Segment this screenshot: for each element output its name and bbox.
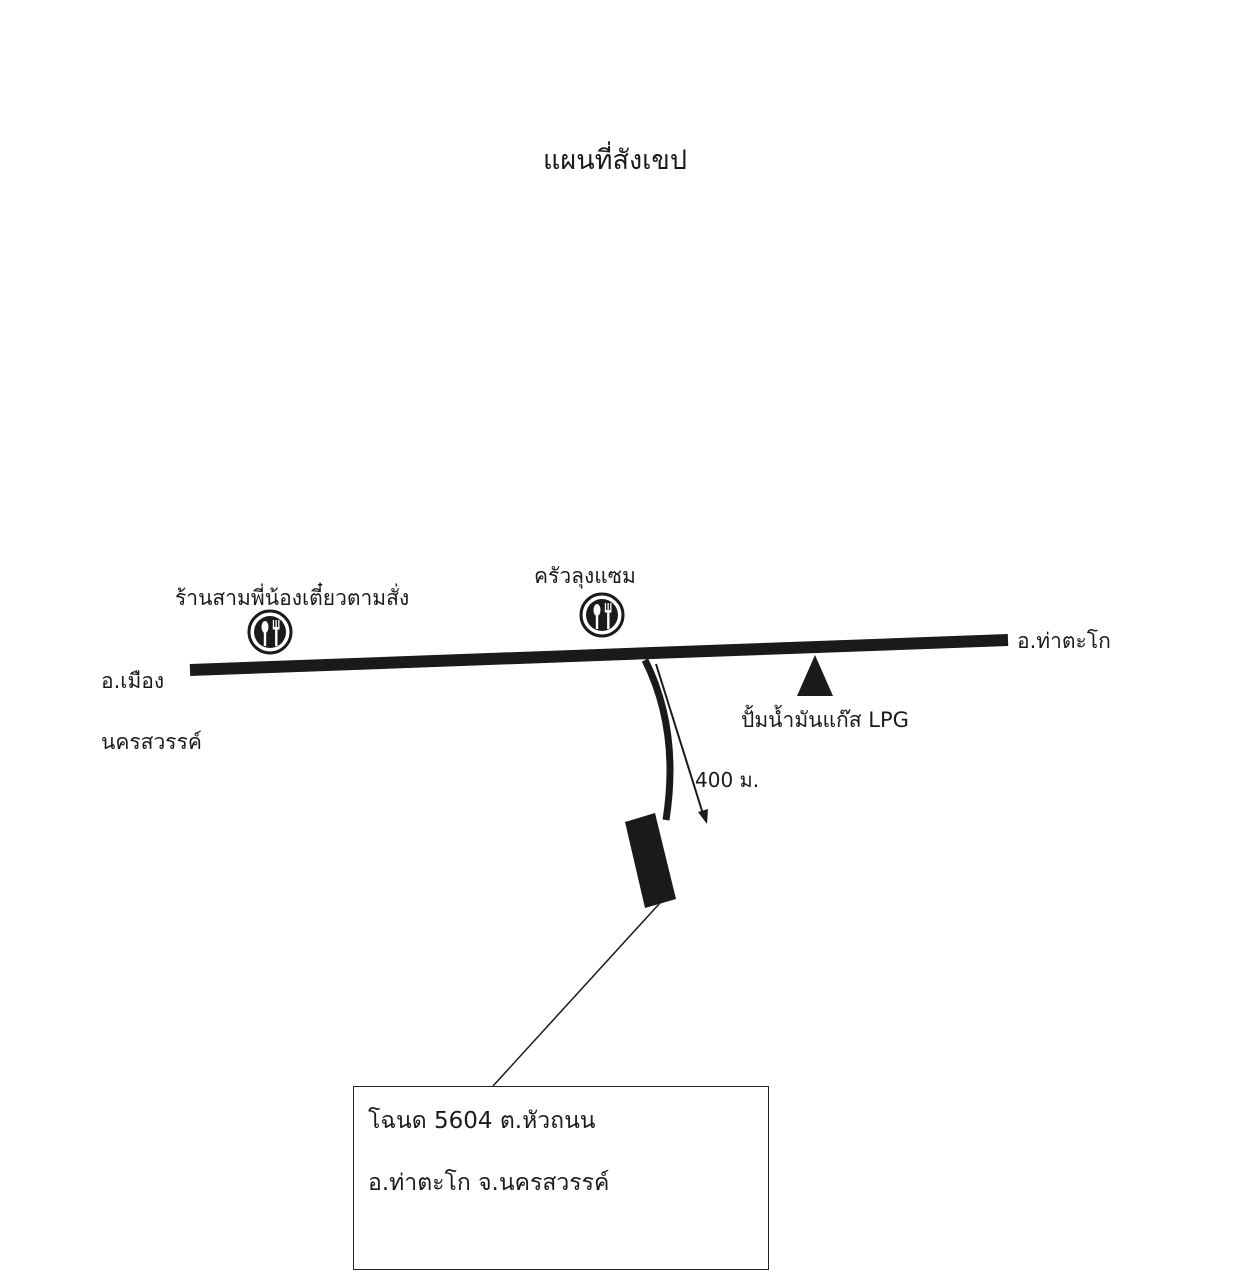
land-plot — [625, 813, 676, 908]
east-district-label: อ.ท่าตะโก — [1017, 629, 1111, 653]
side-road — [641, 658, 674, 821]
gas-station-label: ปั้มน้ำมันแก๊ส LPG — [741, 708, 909, 732]
restaurant-2-label: ครัวลุงแซม — [534, 564, 636, 588]
west-province-label: นครสวรรค์ — [101, 730, 202, 754]
fork-spoon-icon — [579, 592, 625, 638]
map-title: แผนที่สังเขป — [543, 145, 687, 176]
deed-info-box: โฉนด 5604 ต.หัวถนน อ.ท่าตะโก จ.นครสวรรค์ — [353, 1086, 769, 1270]
distance-arrow — [655, 663, 708, 824]
main-road — [189, 634, 1009, 676]
deed-location: อ.ท่าตะโก จ.นครสวรรค์ — [368, 1170, 610, 1196]
distance-label: 400 ม. — [695, 768, 760, 792]
west-district-label: อ.เมือง — [101, 669, 165, 693]
triangle-icon — [797, 655, 833, 696]
leader-line — [492, 902, 661, 1087]
restaurant-1-label: ร้านสามพี่น้องเตี๋ยวตามสั่ง — [175, 586, 410, 610]
fork-spoon-icon — [247, 609, 293, 655]
deed-number: โฉนด 5604 ต.หัวถนน — [368, 1108, 596, 1134]
